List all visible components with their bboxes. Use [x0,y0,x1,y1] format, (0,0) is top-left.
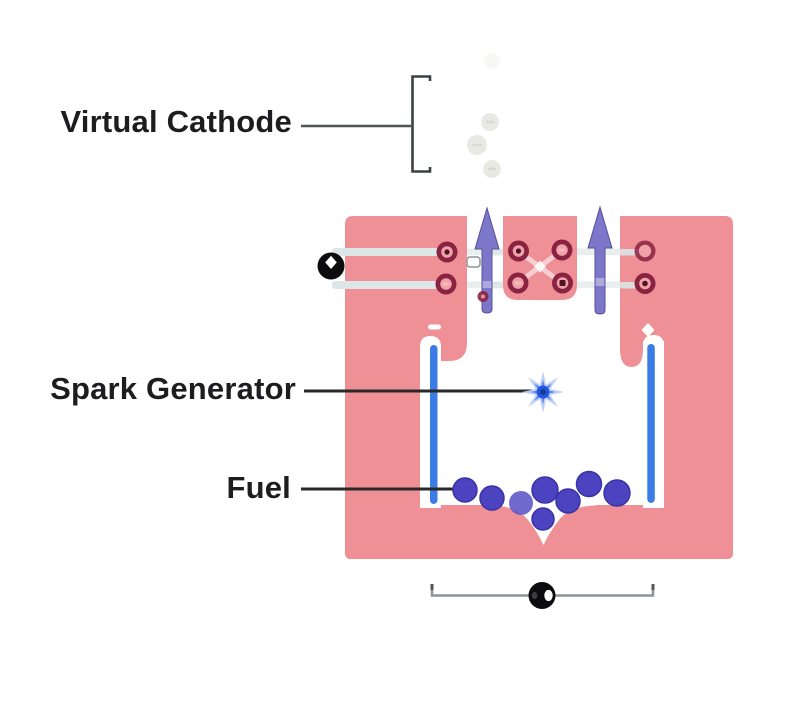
fuel-pellet [479,485,505,511]
electron-dot [484,53,500,69]
arrow-band [595,278,605,286]
electron-dots [467,53,501,178]
bolt [551,239,573,261]
bolt [508,240,529,262]
leader-lines [301,75,532,491]
fuel-pellet [452,477,478,503]
left-rail-top [332,248,447,256]
electrodes [430,344,655,504]
bolt [634,240,656,262]
right-electrode [647,344,655,503]
bolt [435,273,457,295]
left-wall [345,216,420,559]
electron-minus-icon [485,120,495,124]
exhaust-arrows [466,205,613,315]
virtual-cathode-bracket [411,75,432,173]
up-arrow-icon [587,205,613,315]
up-arrow-icon [474,206,500,314]
left-terminal-node [317,252,345,280]
base-assembly [430,582,655,609]
arrow-band [482,281,492,288]
fuel-pellet [555,488,581,514]
fuel-pellets [452,470,631,531]
bottom-terminal-highlight [544,589,553,602]
fuel-pellet [575,470,603,498]
fuel-pellet [603,479,631,507]
bottom-terminal-circle [528,582,556,609]
electron-minus-icon [487,167,497,171]
shaft-bolt-core [481,294,485,299]
spark-icon [522,371,564,413]
spark-center [540,389,546,395]
right-wall [664,216,733,559]
x-brace-center-diamond [534,260,546,273]
bottom-terminal-shadow [531,591,538,600]
fuel-pellet [531,507,555,531]
clip-icon [466,256,481,268]
bolt [552,272,573,294]
fuel-pellet [509,491,533,515]
bolt [507,272,529,294]
diamond-marker-icon [641,323,655,337]
minus-marker-icon [428,324,441,330]
left-electrode [430,345,438,504]
polarity-markers [428,323,655,337]
fuel-pellet [531,476,559,504]
bolts [435,239,656,295]
electron-minus-icon [472,143,482,147]
left-rail-bottom [332,281,447,289]
terminal-diamond-icon [325,255,337,269]
fuel-label: Fuel [226,470,291,505]
bolt [436,241,458,263]
spark-generator-label: Spark Generator [50,371,296,406]
virtual-cathode-label: Virtual Cathode [60,104,292,139]
bolt [634,273,656,294]
